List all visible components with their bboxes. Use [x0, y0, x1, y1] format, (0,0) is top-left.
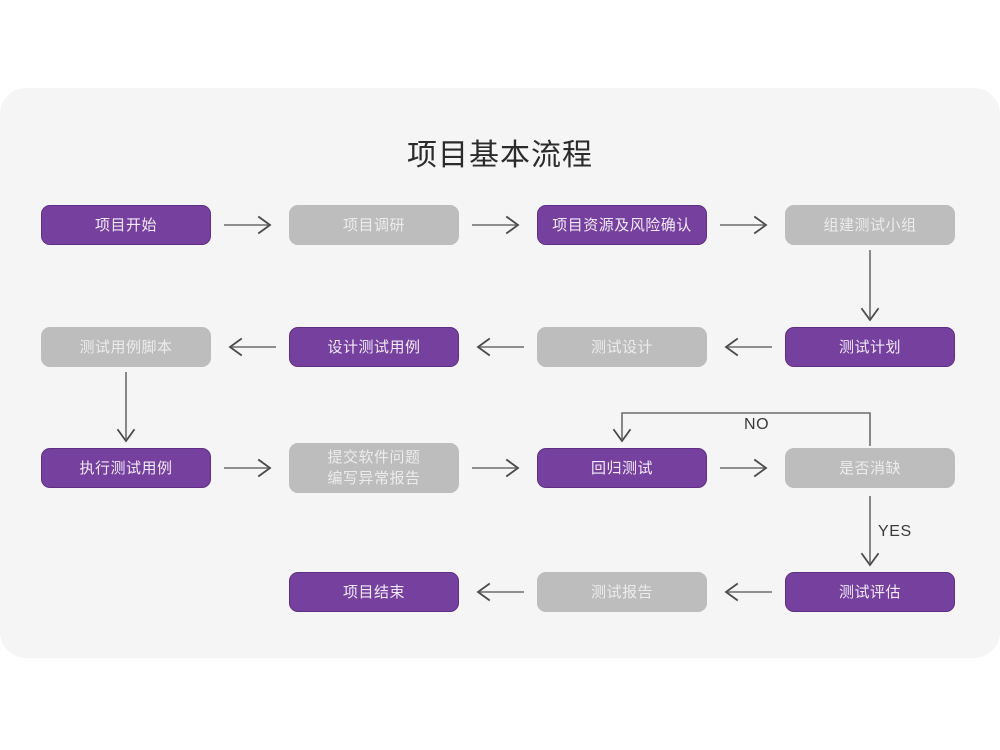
node-test-case-scripts[interactable]: 测试用例脚本 — [41, 327, 211, 367]
edge-label-no: NO — [744, 416, 770, 433]
node-project-research[interactable]: 项目调研 — [289, 205, 459, 245]
node-test-report[interactable]: 测试报告 — [537, 572, 707, 612]
node-test-design[interactable]: 测试设计 — [537, 327, 707, 367]
node-design-test-cases[interactable]: 设计测试用例 — [289, 327, 459, 367]
page-title: 项目基本流程 — [407, 139, 593, 172]
node-defects-cleared[interactable]: 是否消缺 — [785, 448, 955, 488]
node-project-start[interactable]: 项目开始 — [41, 205, 211, 245]
node-test-evaluation[interactable]: 测试评估 — [785, 572, 955, 612]
node-regression-test[interactable]: 回归测试 — [537, 448, 707, 488]
node-form-test-team[interactable]: 组建测试小组 — [785, 205, 955, 245]
node-test-plan[interactable]: 测试计划 — [785, 327, 955, 367]
node-submit-defects[interactable]: 提交软件问题 编写异常报告 — [289, 443, 459, 493]
node-project-end[interactable]: 项目结束 — [289, 572, 459, 612]
node-resource-risk-confirm[interactable]: 项目资源及风险确认 — [537, 205, 707, 245]
edge-label-yes: YES — [878, 523, 912, 540]
flowchart-panel — [0, 88, 1000, 658]
node-execute-test-cases[interactable]: 执行测试用例 — [41, 448, 211, 488]
